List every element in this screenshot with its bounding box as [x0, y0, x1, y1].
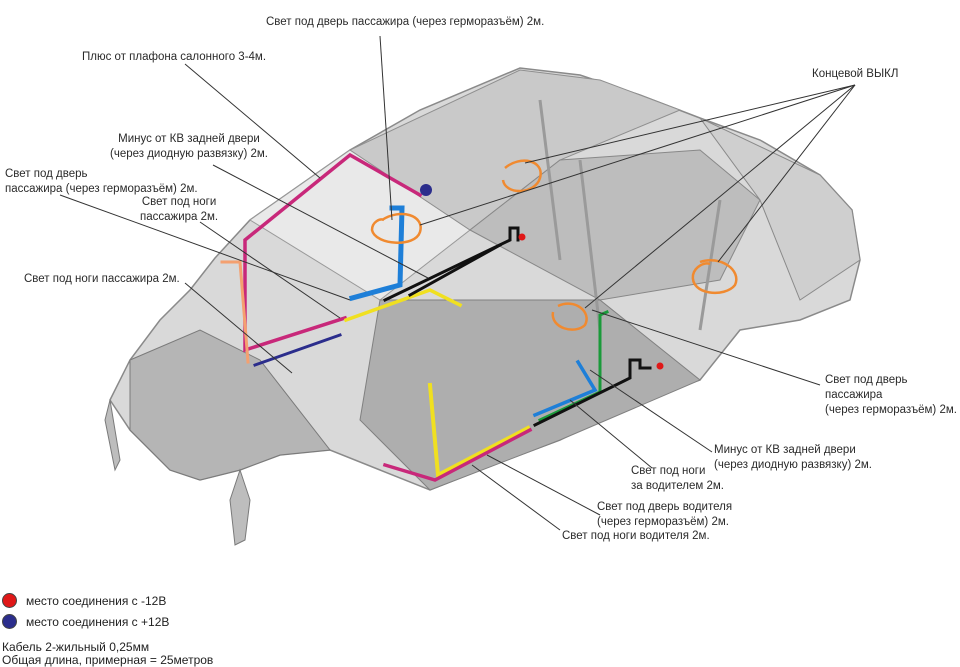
label-passenger-footwell-1-line1: Свет под ноги [141, 196, 217, 208]
label-driver-door-light-line2: (через герморазъём) 2м. [597, 516, 729, 528]
legend-plus-dot [2, 614, 17, 629]
legend-minus: место соединения с -12В [2, 593, 166, 608]
wire-pink-sill [382, 427, 533, 482]
label-minus-rear-door-right-line1: Минус от КВ задней двери [714, 444, 856, 456]
label-minus-rear-door-left-line2: (через диодную развязку) 2м. [110, 148, 268, 160]
wire-black-top [382, 226, 520, 303]
label-passenger-footwell-1: Свет под ноги пассажира 2м. [140, 195, 218, 225]
label-minus-rear-door-left: Минус от КВ задней двери (через диодную … [110, 132, 268, 162]
wire-yellow-front [343, 288, 463, 323]
connection-points [420, 184, 664, 370]
cable-note: Кабель 2-жильный 0,25мм [2, 640, 150, 654]
legend-plus: место соединения с +12В [2, 614, 169, 629]
label-plus-from-dome-light: Плюс от плафона салонного 3-4м. [82, 51, 267, 63]
label-driver-door-light-line1: Свет под дверь водителя [597, 501, 733, 513]
legend-minus-dot [2, 593, 17, 608]
label-rear-passenger-door-light-line2: пассажира [825, 389, 883, 401]
label-minus-rear-door-right: Минус от КВ задней двери (через диодную … [714, 443, 872, 473]
wire-black-mid [407, 242, 503, 298]
minus-connection-dot-rear [656, 362, 664, 370]
total-length-note: Общая длина, примерная = 25метров [2, 653, 214, 667]
door-switch-markers [370, 159, 738, 331]
car-body-shell [104, 67, 861, 546]
label-door-switch: Концевой ВЫКЛ [812, 68, 899, 80]
wire-salmon [220, 260, 250, 364]
label-passenger-footwell-1-line2: пассажира 2м. [140, 211, 219, 223]
label-passenger-door-light-left-line1: Свет под дверь [5, 168, 88, 180]
wire-navy-left [253, 333, 342, 367]
label-minus-rear-door-right-line2: (через диодную развязку) 2м. [714, 459, 872, 471]
label-rear-passenger-door-light: Свет под дверь пассажира (через гермораз… [825, 373, 957, 418]
wire-blue-a-pillar [348, 205, 405, 302]
label-rear-driver-footwell: Свет под ноги за водителем 2м. [631, 464, 724, 494]
label-passenger-door-light-top: Свет под дверь пассажира (через гермораз… [266, 16, 545, 28]
plus-connection-dot [420, 184, 432, 196]
label-driver-door-light: Свет под дверь водителя (через герморазъ… [597, 500, 732, 530]
legend-minus-label: место соединения с -12В [26, 593, 167, 608]
legend-plus-label: место соединения с +12В [26, 614, 170, 629]
label-rear-driver-footwell-line2: за водителем 2м. [631, 480, 724, 492]
wire-pink-left [243, 152, 423, 353]
label-rear-passenger-door-light-line3: (через герморазъём) 2м. [825, 404, 957, 416]
label-passenger-door-light-left: Свет под дверь пассажира (через гермораз… [5, 167, 198, 197]
label-passenger-door-light-left-line2: пассажира (через герморазъём) 2м. [5, 183, 198, 195]
wire-blue-b [532, 359, 598, 418]
label-passenger-footwell-2: Свет под ноги пассажира 2м. [24, 273, 180, 285]
label-rear-passenger-door-light-line1: Свет под дверь [825, 374, 908, 386]
wiring-runs [220, 152, 652, 482]
label-minus-rear-door-left-line1: Минус от КВ задней двери [118, 133, 260, 145]
leader-lines [59, 35, 856, 531]
wire-yellow-floor [427, 382, 531, 479]
label-rear-driver-footwell-line1: Свет под ноги [631, 465, 706, 477]
minus-connection-dot [518, 233, 526, 241]
label-driver-footwell: Свет под ноги водителя 2м. [562, 530, 710, 542]
